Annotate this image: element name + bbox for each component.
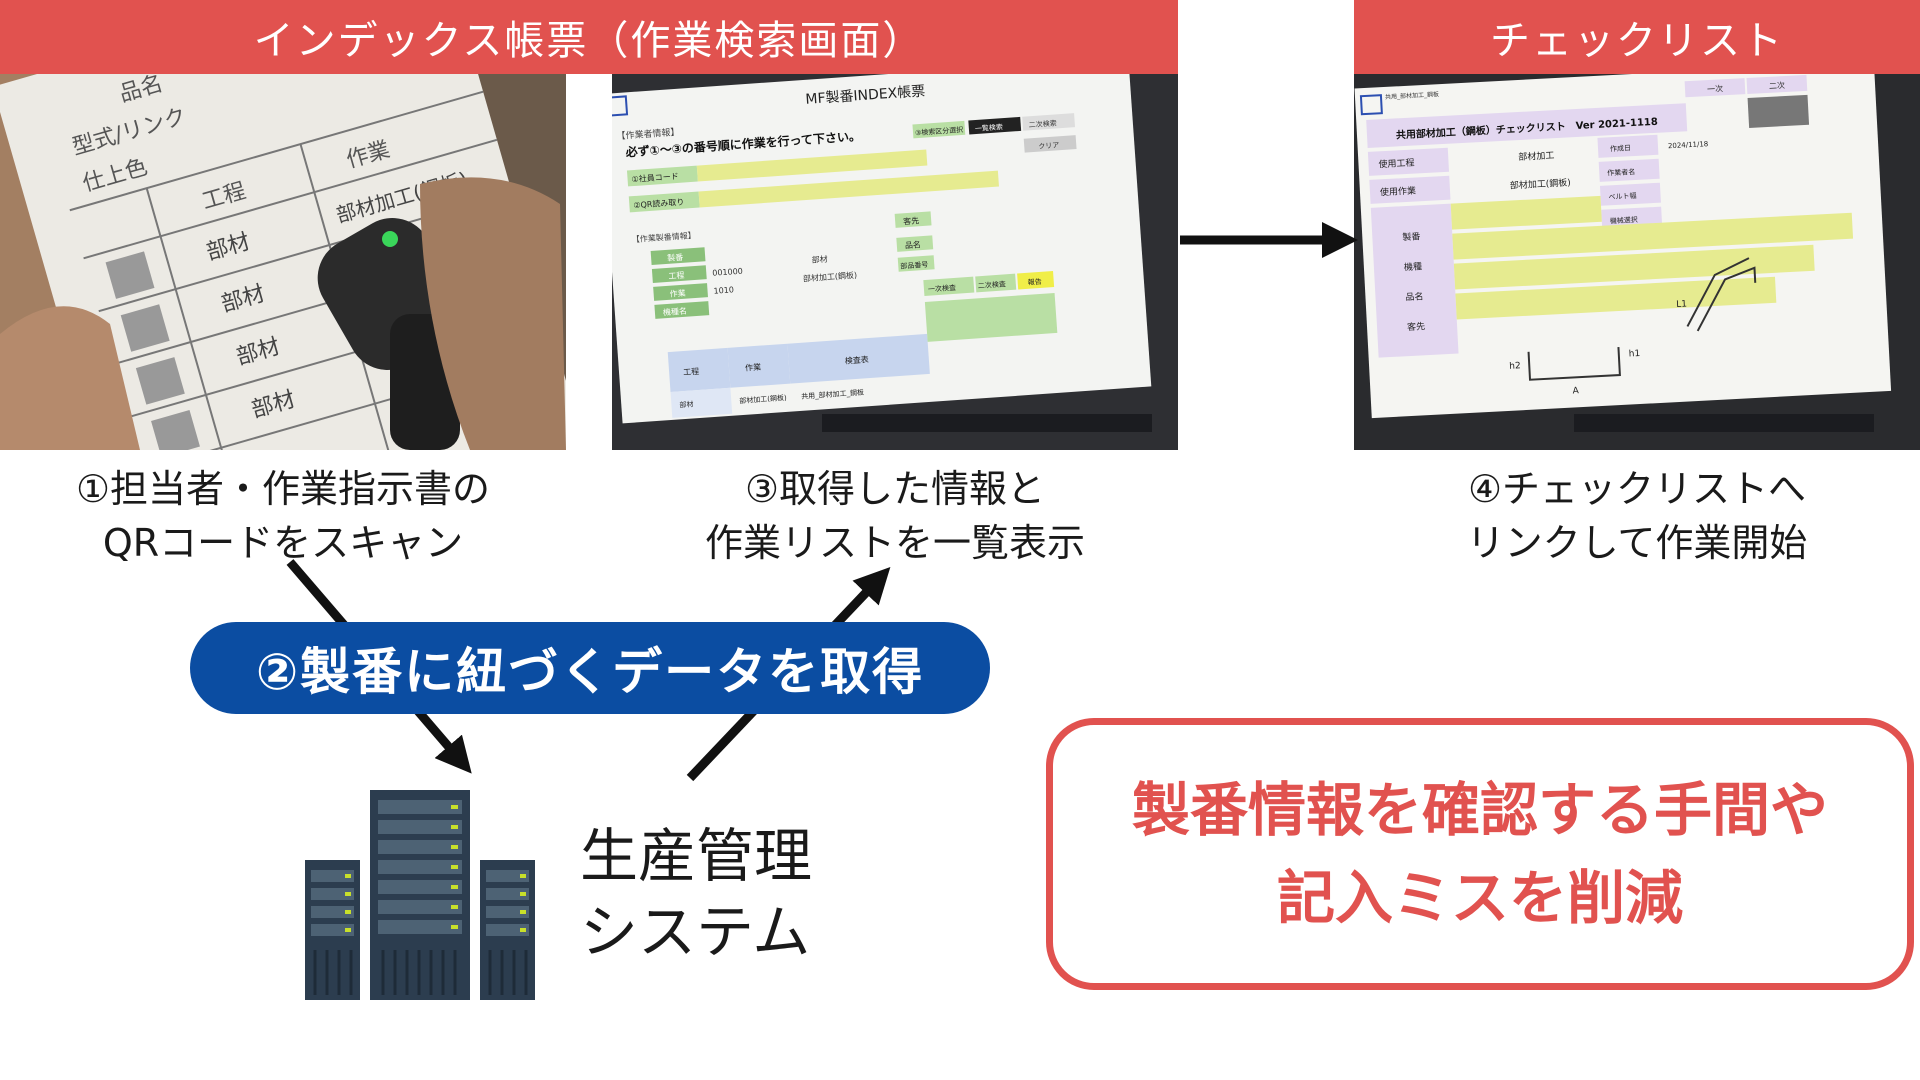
check-label-bend: ベルト幅 xyxy=(1608,191,1636,201)
callout-line2: 記入ミスを削減 xyxy=(1276,864,1683,932)
bend-drawing xyxy=(1527,257,1757,381)
index-label-process: 工程 xyxy=(668,271,685,281)
photo-scan-paper: 品名 型式/リンク 仕上色 工程 作業 部材 部材加工(鋼板) 部材 部材 部材 xyxy=(0,74,566,450)
index-col-report: 報告 xyxy=(1027,277,1042,287)
index-table-col-work: 作業 xyxy=(745,362,762,373)
index-value-work: 1010 xyxy=(713,285,734,295)
system-line2: システム xyxy=(580,898,811,966)
index-clear-button: クリア xyxy=(1038,141,1060,150)
check-col-second: 二次 xyxy=(1769,80,1786,91)
step4-line1: ④チェックリストへ xyxy=(1467,467,1807,511)
index-row1-work: 部材加工(鋼板) xyxy=(739,393,787,405)
check-label-machine: 機械選択 xyxy=(1610,215,1638,225)
index-form-banner: インデックス帳票（作業検索画面） xyxy=(0,0,1178,74)
check-label-seiban: 製番 xyxy=(1402,230,1421,243)
step3-caption: ③取得した情報と 作業リストを一覧表示 xyxy=(660,462,1130,570)
index-label-part-no: 部品番号 xyxy=(900,260,929,271)
index-col-second: 二次検査 xyxy=(978,279,1007,290)
server-icon xyxy=(305,790,535,1000)
dim-h2: h2 xyxy=(1509,361,1521,372)
checklist-banner: チェックリスト xyxy=(1354,0,1920,74)
check-label-model: 機種 xyxy=(1404,260,1423,273)
benefit-callout: 製番情報を確認する手間や 記入ミスを削減 xyxy=(1046,718,1914,990)
index-value-process: 001000 xyxy=(712,267,743,278)
check-value-use-work: 部材加工(鋼板) xyxy=(1510,176,1572,191)
check-label-date: 作成日 xyxy=(1610,143,1631,153)
index-search-mode: ③検索区分選択 xyxy=(915,125,964,137)
check-top-tab: 共用_部材加工_鋼板 xyxy=(1385,90,1439,101)
index-value-part: 部材 xyxy=(811,254,828,265)
index-table-col-check: 検査表 xyxy=(844,354,869,366)
index-employee-field: ①社員コード xyxy=(631,171,679,184)
index-row1-check: 共用_部材加工_鋼板 xyxy=(801,387,864,400)
step4-line2: リンクして作業開始 xyxy=(1466,521,1808,565)
system-line1: 生産管理 xyxy=(580,822,813,890)
index-label-model: 機種名 xyxy=(663,306,688,318)
dim-h1: h1 xyxy=(1629,349,1641,360)
system-label: 生産管理 システム xyxy=(580,818,812,970)
check-value-date: 2024/11/18 xyxy=(1668,140,1709,150)
index-mode-list: 一覧検索 xyxy=(975,122,1004,133)
index-table-col-process: 工程 xyxy=(683,367,700,377)
step1-line1: ①担当者・作業指示書の xyxy=(75,467,491,511)
check-label-use-process: 使用工程 xyxy=(1378,157,1415,171)
index-label-customer: 客先 xyxy=(903,215,920,226)
step4-caption: ④チェックリストへ リンクして作業開始 xyxy=(1400,462,1874,570)
step3-line1: ③取得した情報と xyxy=(744,467,1046,511)
check-label-use-work: 使用作業 xyxy=(1380,184,1417,198)
check-label-item: 品名 xyxy=(1405,290,1424,303)
index-work-section: 【作業製番情報】 xyxy=(631,230,696,244)
index-col-first: 一次検査 xyxy=(928,283,957,294)
index-row1-process: 部材 xyxy=(679,399,694,409)
index-qr-field: ②QR読み取り xyxy=(633,197,685,211)
check-col-first: 一次 xyxy=(1707,83,1724,94)
index-value-part-work: 部材加工(鋼板) xyxy=(803,270,858,284)
step3-line2: 作業リストを一覧表示 xyxy=(704,521,1085,565)
index-label-item: 品名 xyxy=(905,239,922,250)
check-value-use-process: 部材加工 xyxy=(1518,149,1555,163)
check-label-customer: 客先 xyxy=(1407,320,1426,333)
dim-a: A xyxy=(1572,386,1580,396)
step2-pill: ②製番に紐づくデータを取得 xyxy=(190,622,990,714)
step1-line2: QRコードをスキャン xyxy=(102,521,464,565)
index-label-work: 作業 xyxy=(669,288,686,299)
step1-caption: ①担当者・作業指示書の QRコードをスキャン xyxy=(40,462,526,570)
callout-line1: 製番情報を確認する手間や xyxy=(1131,776,1828,844)
index-mode-second: 二次検索 xyxy=(1028,118,1057,129)
check-label-author: 作業者名 xyxy=(1607,167,1635,177)
index-label-seiban: 製番 xyxy=(667,252,684,263)
photo-index-screen: MF製番INDEX帳票 【作業者情報】 必ず①～③の番号順に作業を行って下さい。… xyxy=(612,74,1178,450)
dim-l1: L1 xyxy=(1676,299,1687,310)
photo-checklist-screen: 共用_部材加工_鋼板 一次 二次 共用部材加工（鋼板）チェックリスト Ver 2… xyxy=(1354,74,1920,450)
